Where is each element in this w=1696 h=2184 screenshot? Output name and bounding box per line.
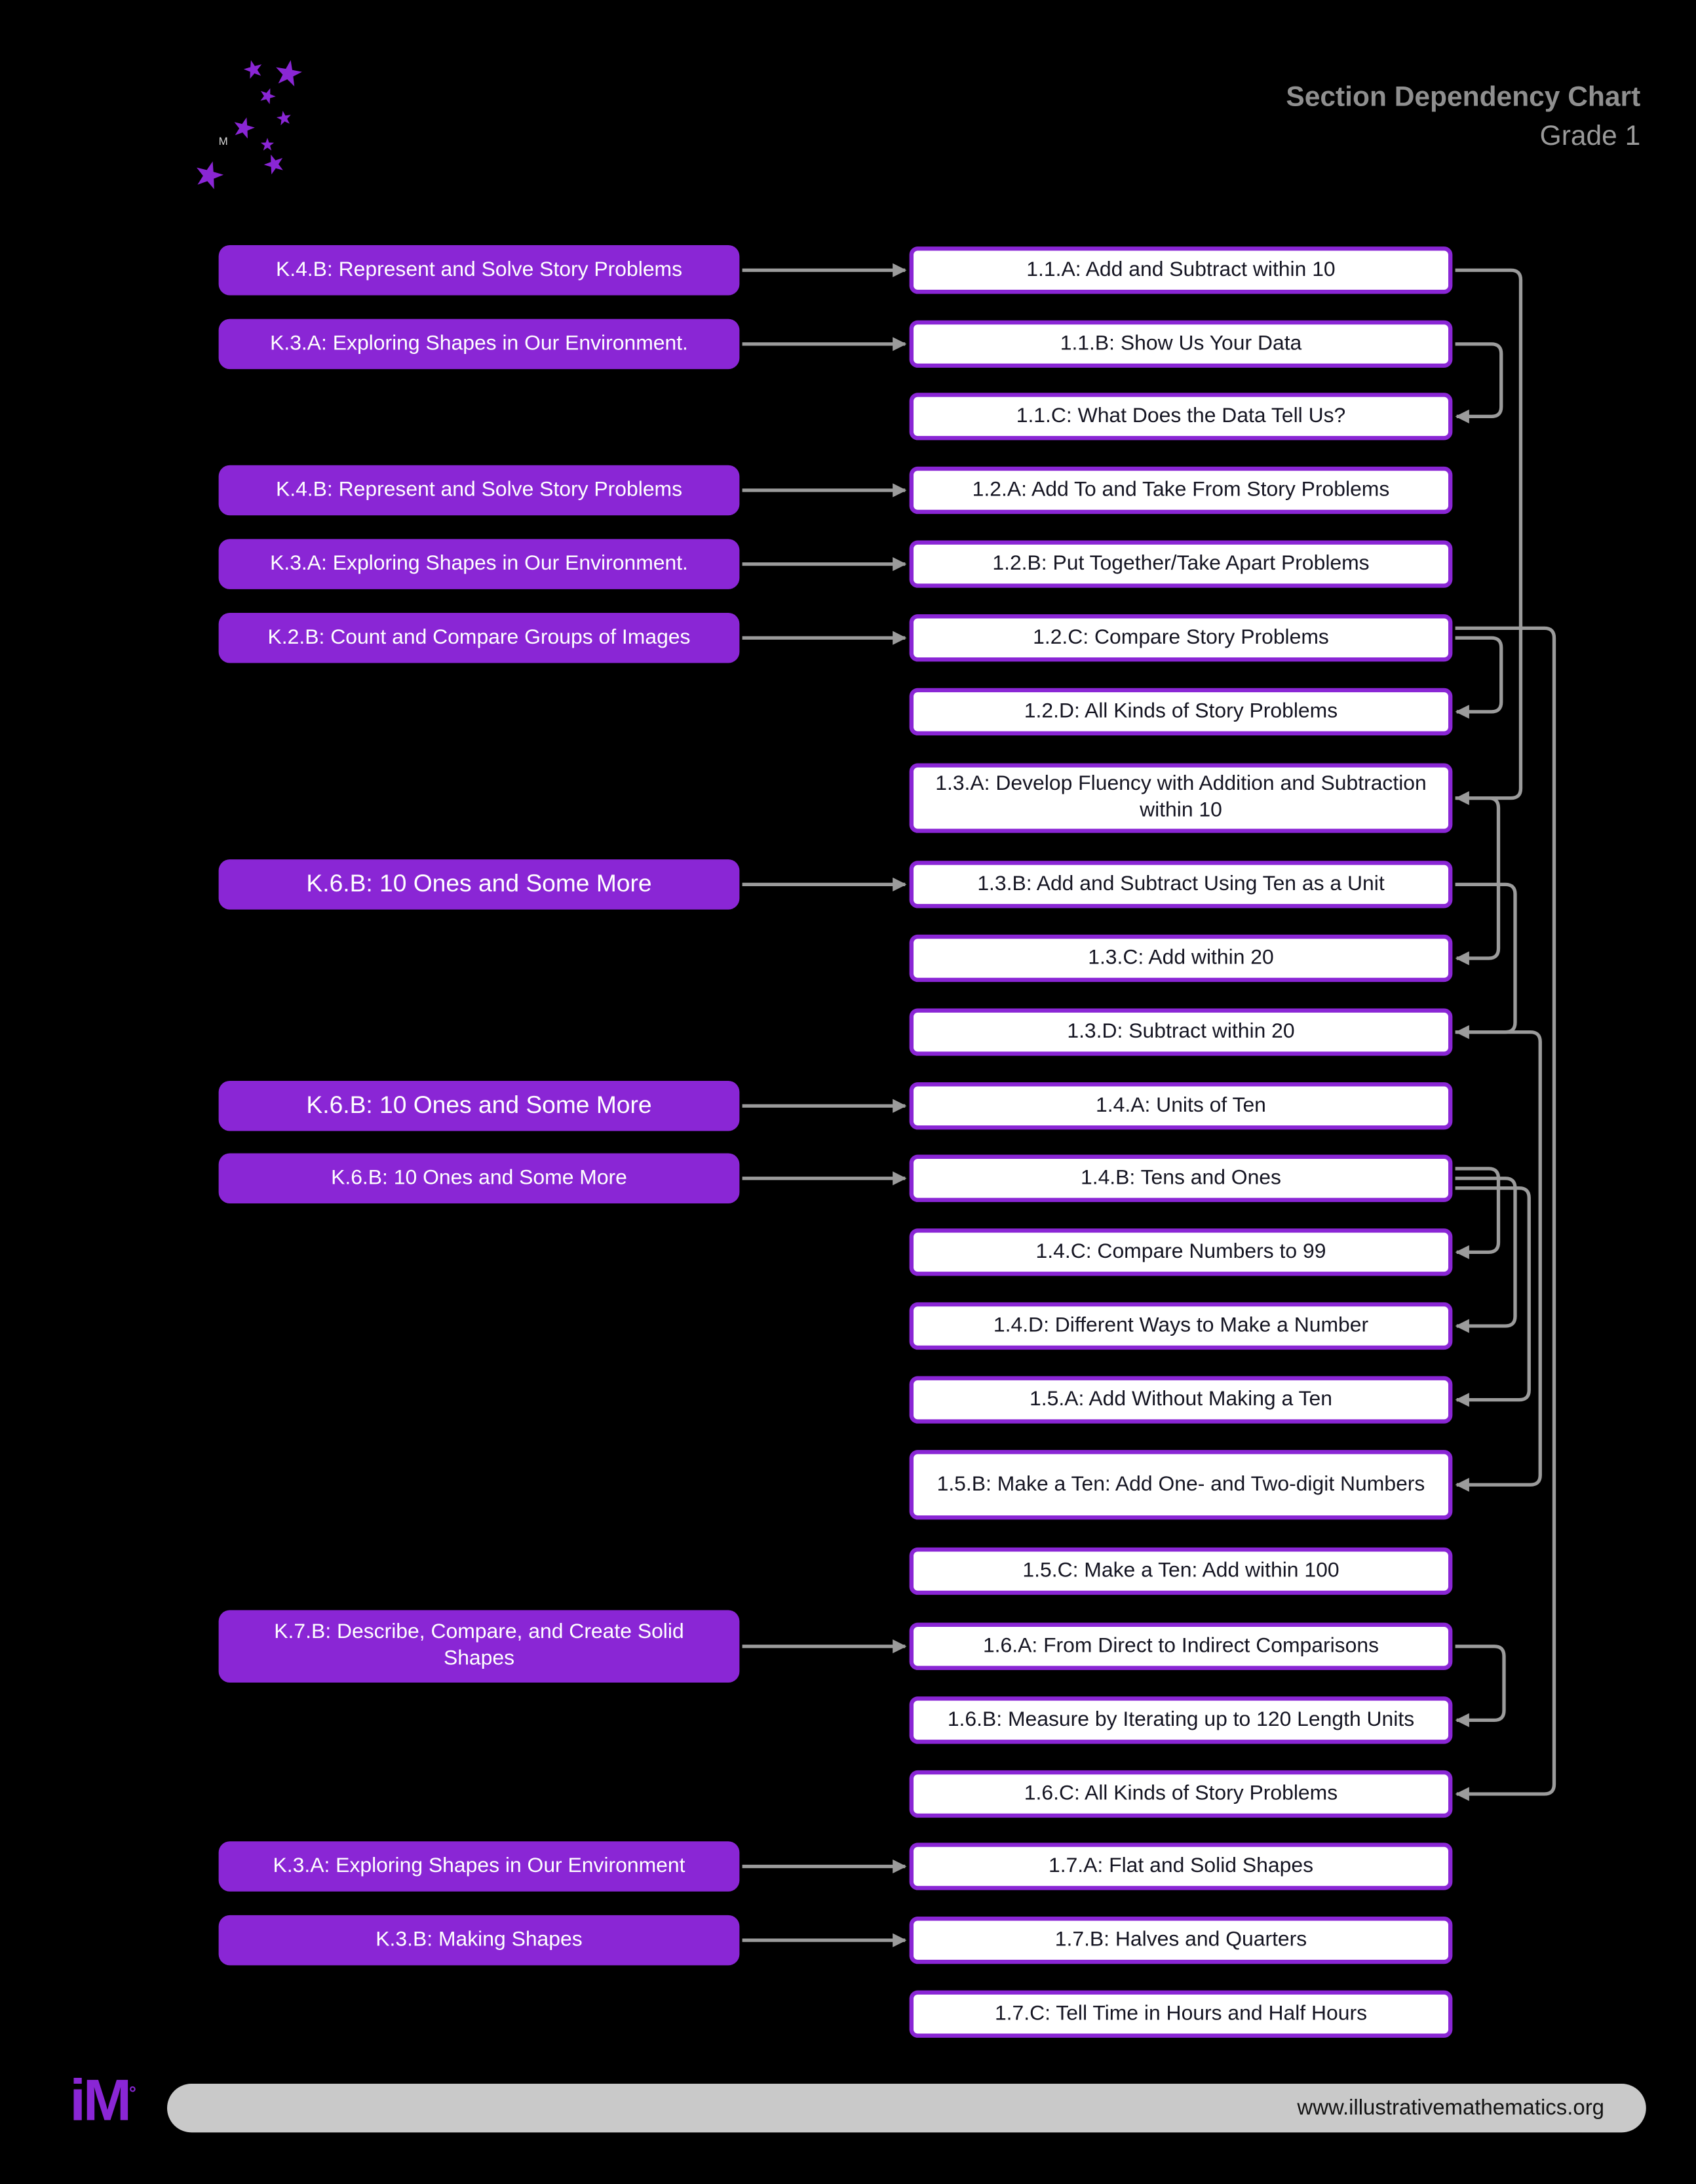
im-logo-mark: ° xyxy=(128,2082,136,2103)
grade1-section-box-1.3.C: 1.3.C: Add within 20 xyxy=(909,934,1453,983)
im-logo-text: iM xyxy=(69,2067,132,2133)
grade1-section-box-1.5.C: 1.5.C: Make a Ten: Add within 100 xyxy=(909,1547,1453,1595)
grade1-section-box-1.3.B: 1.3.B: Add and Subtract Using Ten as a U… xyxy=(909,861,1453,908)
kindergarten-section-box-K.3.A: K.3.A: Exploring Shapes in Our Environme… xyxy=(218,1841,740,1892)
dependency-arrow-1.4.B-to-1.5.A xyxy=(1455,1186,1531,1407)
grade1-section-box-1.7.C: 1.7.C: Tell Time in Hours and Half Hours xyxy=(909,1990,1453,2038)
grade1-section-box-1.3.D: 1.3.D: Subtract within 20 xyxy=(909,1008,1453,1056)
kindergarten-section-box-K.6.B: K.6.B: 10 Ones and Some More xyxy=(218,1153,740,1203)
grade1-section-box-1.1.A: 1.1.A: Add and Subtract within 10 xyxy=(909,246,1453,294)
page-title: Section Dependency Chart xyxy=(1286,82,1641,113)
dependency-arrow-1.3.A-to-1.3.C xyxy=(1455,796,1501,965)
logo-mini-mark: M xyxy=(219,135,228,147)
kindergarten-section-box-K.3.A: K.3.A: Exploring Shapes in Our Environme… xyxy=(218,539,740,589)
grade1-section-box-1.6.B: 1.6.B: Measure by Iterating up to 120 Le… xyxy=(909,1696,1453,1744)
grade1-section-box-1.4.C: 1.4.C: Compare Numbers to 99 xyxy=(909,1228,1453,1276)
grade1-section-box-1.3.A: 1.3.A: Develop Fluency with Addition and… xyxy=(909,763,1453,833)
page-subtitle: Grade 1 xyxy=(1539,121,1641,152)
kindergarten-section-box-K.6.B: K.6.B: 10 Ones and Some More xyxy=(218,859,740,910)
grade1-section-box-1.4.D: 1.4.D: Different Ways to Make a Number xyxy=(909,1302,1453,1350)
dependency-arrow-1.4.B-to-1.4.C xyxy=(1455,1167,1501,1259)
grade1-section-box-1.6.C: 1.6.C: All Kinds of Story Problems xyxy=(909,1770,1453,1818)
kindergarten-section-box-K.3.A: K.3.A: Exploring Shapes in Our Environme… xyxy=(218,319,740,370)
dependency-arrow-1.3.D-to-1.5.B xyxy=(1455,1030,1542,1492)
grade1-section-box-1.4.B: 1.4.B: Tens and Ones xyxy=(909,1154,1453,1202)
grade1-section-box-1.1.B: 1.1.B: Show Us Your Data xyxy=(909,320,1453,368)
dependency-arrow-1.4.B-to-1.4.D xyxy=(1455,1177,1517,1333)
dependency-arrow-1.2.C-to-1.6.C xyxy=(1455,626,1556,1801)
grade1-section-box-1.2.A: 1.2.A: Add To and Take From Story Proble… xyxy=(909,466,1453,515)
grade1-section-box-1.5.B: 1.5.B: Make a Ten: Add One- and Two-digi… xyxy=(909,1450,1453,1520)
grade1-section-box-1.2.B: 1.2.B: Put Together/Take Apart Problems xyxy=(909,540,1453,588)
kindergarten-section-box-K.6.B: K.6.B: 10 Ones and Some More xyxy=(218,1081,740,1131)
kindergarten-section-box-K.2.B: K.2.B: Count and Compare Groups of Image… xyxy=(218,613,740,663)
title-block: Section Dependency Chart Grade 1 xyxy=(1286,78,1640,156)
stars-logo-icon: M xyxy=(192,58,304,191)
footer-url[interactable]: www.illustrativemathematics.org xyxy=(1297,2096,1604,2120)
dependency-arrow-1.2.C-to-1.2.D xyxy=(1455,636,1503,719)
grade1-section-box-1.6.A: 1.6.A: From Direct to Indirect Compariso… xyxy=(909,1622,1453,1670)
dependency-arrow-1.6.A-to-1.6.B xyxy=(1455,1645,1506,1727)
grade1-section-box-1.7.A: 1.7.A: Flat and Solid Shapes xyxy=(909,1843,1453,1890)
dependency-arrow-1.3.B-to-1.3.D xyxy=(1455,882,1517,1040)
grade1-section-box-1.4.A: 1.4.A: Units of Ten xyxy=(909,1082,1453,1130)
dependency-arrow-1.1.B-to-1.1.C xyxy=(1455,342,1503,423)
dependency-arrow-1.1.A-to-1.3.A xyxy=(1455,268,1523,806)
grade1-section-box-1.2.C: 1.2.C: Compare Story Problems xyxy=(909,614,1453,662)
kindergarten-section-box-K.7.B: K.7.B: Describe, Compare, and Create Sol… xyxy=(218,1610,740,1683)
grade1-section-box-1.5.A: 1.5.A: Add Without Making a Ten xyxy=(909,1376,1453,1424)
footer-bar: www.illustrativemathematics.org xyxy=(167,2084,1646,2133)
grade1-section-box-1.2.D: 1.2.D: All Kinds of Story Problems xyxy=(909,688,1453,735)
grade1-section-box-1.7.B: 1.7.B: Halves and Quarters xyxy=(909,1917,1453,1964)
kindergarten-section-box-K.4.B: K.4.B: Represent and Solve Story Problem… xyxy=(218,245,740,296)
grade1-section-box-1.1.C: 1.1.C: What Does the Data Tell Us? xyxy=(909,393,1453,440)
im-logo: iM° xyxy=(69,2067,136,2134)
kindergarten-section-box-K.4.B: K.4.B: Represent and Solve Story Problem… xyxy=(218,465,740,516)
kindergarten-section-box-K.3.B: K.3.B: Making Shapes xyxy=(218,1915,740,1966)
